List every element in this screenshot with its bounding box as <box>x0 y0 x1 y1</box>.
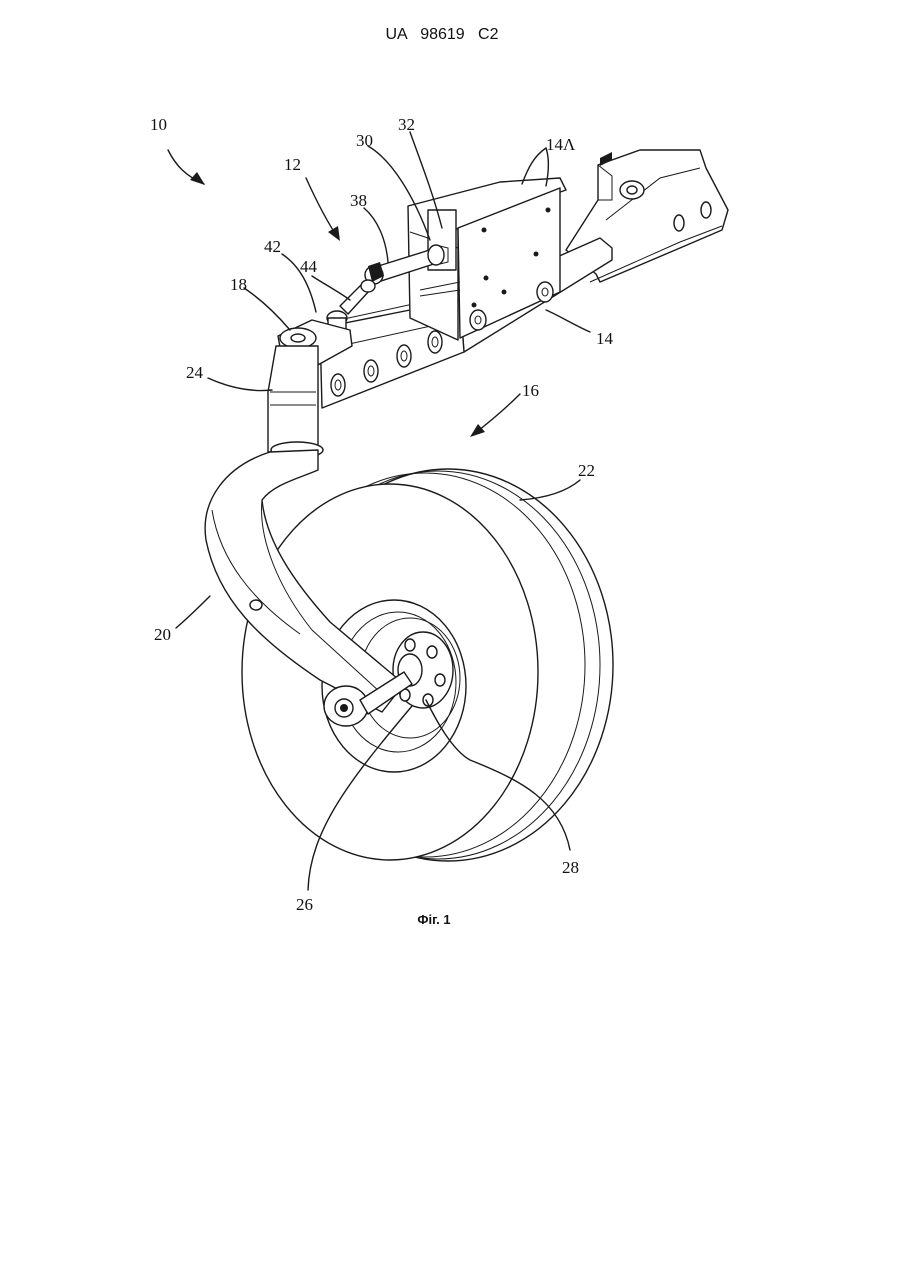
ref-label-14: 14 <box>596 329 614 348</box>
ref-label-32: 32 <box>398 115 415 134</box>
kingpin-column <box>268 346 323 458</box>
ref-label-44: 44 <box>300 257 318 276</box>
ref-label-10: 10 <box>150 115 167 134</box>
ref-label-30: 30 <box>356 131 373 150</box>
ref-label-24: 24 <box>186 363 204 382</box>
ref-label-28: 28 <box>562 858 579 877</box>
ref-label-42: 42 <box>264 237 281 256</box>
ref-label-14a: 14Λ <box>546 135 576 154</box>
figure-caption: Фіг. 1 <box>0 912 868 927</box>
ref-label-22: 22 <box>578 461 595 480</box>
ref-label-20: 20 <box>154 625 171 644</box>
ref-label-38: 38 <box>350 191 367 210</box>
ref-label-16: 16 <box>522 381 539 400</box>
ref-label-18: 18 <box>230 275 247 294</box>
ref-label-12: 12 <box>284 155 301 174</box>
